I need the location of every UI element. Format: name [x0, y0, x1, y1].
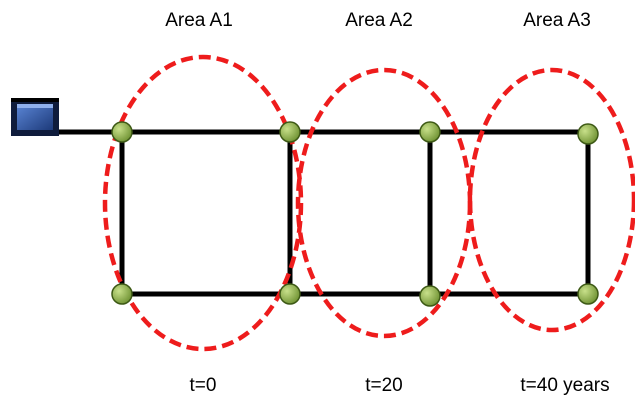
tank-icon [11, 98, 59, 136]
node-icon [279, 283, 301, 305]
node-icon [419, 285, 441, 307]
area-a1-boundary [102, 54, 304, 352]
time-label-a3: t=40 years [520, 375, 609, 396]
node-icon [111, 283, 133, 305]
pipe-network [51, 129, 591, 297]
time-label-a1: t=0 [190, 375, 217, 396]
area-a2-label: Area A2 [345, 10, 413, 31]
node-icon [279, 121, 301, 143]
node-icon [577, 123, 599, 145]
area-a3-boundary [467, 67, 635, 333]
node-icon [419, 121, 441, 143]
node-icon [111, 121, 133, 143]
area-a1-label: Area A1 [165, 10, 233, 31]
time-label-a2: t=20 [365, 375, 403, 396]
node-icon [577, 283, 599, 305]
area-a3-label: Area A3 [523, 10, 591, 31]
